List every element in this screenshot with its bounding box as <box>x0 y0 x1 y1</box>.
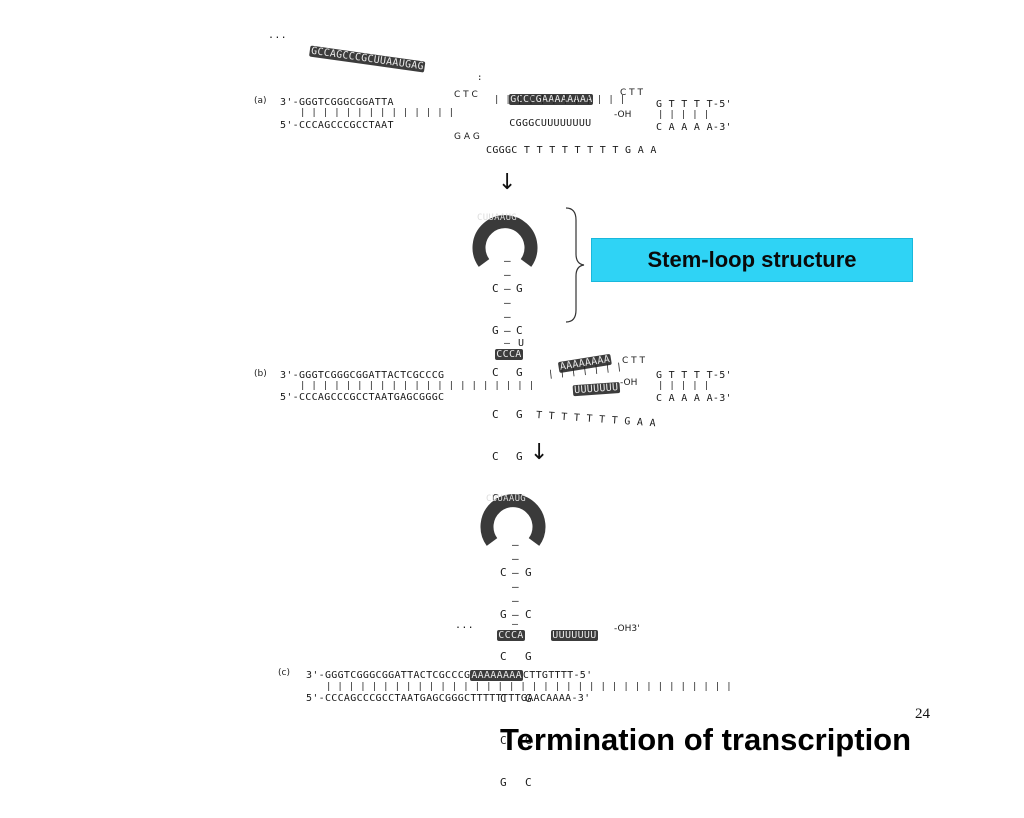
right-bottom-b: C A A A A-3' <box>656 393 732 404</box>
coding-strand-a: 5'-CCCAGCCCGCCTAAT <box>280 120 394 131</box>
slide-title: Termination of transcription <box>500 722 912 757</box>
page-number: 24 <box>915 706 930 722</box>
template-strand-c: 3'-GGGTCGGGCGGATTACTCGCCCGAAAAAAAACTTGTT… <box>306 670 592 681</box>
bubble-bottom-b: T T T T T T T G A A <box>535 410 657 430</box>
stem-base-left-text: CCCA <box>495 349 523 360</box>
hybrid-rna-a: CGGGCUUUUUUUU <box>484 107 591 140</box>
stem-base-left-b: CCCA <box>470 338 523 371</box>
stem-base: G <box>516 450 523 463</box>
stem-base: G <box>525 692 532 705</box>
panel-label-c: (c) <box>278 668 290 678</box>
base-pair-bars-c: | | | | | | | | | | | | | | | | | | | | … <box>326 682 733 692</box>
rna-tail-c-text: UUUUUUU <box>551 630 598 641</box>
rna-dots-c: ... <box>455 620 474 631</box>
loop-text-b: CUUAAUG <box>477 213 518 223</box>
panel-label-a: (a) <box>254 96 267 106</box>
rna-5prime-tail: GCCAGCCCGCUUAAUGAG <box>283 31 427 83</box>
bubble-top-right-a: C T T <box>620 88 644 98</box>
template-strand-c-part2: CTTGTTTT-5' <box>522 670 593 681</box>
stem-base-bond-b: — <box>504 338 511 349</box>
stem-left-b: C G C C C G <box>492 254 519 534</box>
stem-base-left-c: CCCA <box>472 619 525 652</box>
stem-base: C <box>492 450 499 463</box>
stem-base: G <box>500 776 507 789</box>
base-pair-bars-b-left: | | | | | | | | | | | | | | | | | | | | … <box>300 381 535 391</box>
panel-label-b: (b) <box>254 369 267 379</box>
bubble-top-right-b: C T T <box>622 356 646 366</box>
stem-base: C <box>500 692 507 705</box>
right-bottom-a: C A A A A-3' <box>656 122 732 133</box>
hybrid-rna-b: UUUUUUU <box>547 371 621 409</box>
stem-base: C <box>500 734 507 747</box>
stem-bonds-c: — — — — — — <box>512 538 519 621</box>
stem-base: C <box>516 324 523 337</box>
stem-base: C <box>492 366 499 379</box>
right-top-b: G T T T T-5' <box>656 370 732 381</box>
stem-base: G <box>525 566 532 579</box>
loop-text-c: CUUAAUG <box>486 494 527 504</box>
oh3-c: -OH3' <box>614 624 640 634</box>
template-strand-b: 3'-GGGTCGGGCGGATTACTCGCCCG <box>280 370 445 381</box>
hairpin-loop-b <box>472 215 538 267</box>
coding-strand-b: 5'-CCCAGCCCGCCTAATGAGCGGGC <box>280 392 445 403</box>
rna-tail-dots: ... <box>268 30 287 41</box>
stem-bonds-b: — — — — — — <box>504 254 511 337</box>
hybrid-dna-a: GCCCGAAAAAAAA <box>484 83 594 116</box>
hybrid-rna-b-text: UUUUUUU <box>572 382 620 397</box>
bubble-top-left-a: C T C <box>454 90 478 100</box>
stem-base: G <box>516 282 523 295</box>
stem-base: G <box>516 408 523 421</box>
rna-tail-c: UUUUUUU <box>526 619 598 652</box>
hybrid-dna-a-text: GCCCGAAAAAAAA <box>509 94 594 105</box>
right-top-a: G T T T T-5' <box>656 99 732 110</box>
stem-base: C <box>500 650 507 663</box>
stem-base: C <box>492 282 499 295</box>
stem-base: G <box>525 734 532 747</box>
rna-tail-text: GCCAGCCCGCUUAAUGAG <box>309 45 426 73</box>
coding-strand-c: 5'-CCCAGCCCGCCTAATGAGCGGGCTTTTTTTTGAACAA… <box>306 693 591 704</box>
stem-base-left-c-text: CCCA <box>497 630 525 641</box>
base-pair-bars-a-hybrid: | | | | | | | | | | | | <box>494 95 626 105</box>
bubble-bottom-a: CGGGC T T T T T T T T G A A <box>486 145 657 156</box>
stem-base: C <box>500 566 507 579</box>
hairpin-loop-c <box>480 494 546 546</box>
stem-base: C <box>492 408 499 421</box>
bubble-bottom-left-a: G A G <box>454 132 480 142</box>
stem-base: G <box>500 608 507 621</box>
template-strand-c-highlight: AAAAAAAA <box>470 670 523 681</box>
base-pair-bars-b-right: | | | | | <box>658 381 710 391</box>
rna-dotted-link: : <box>477 73 483 83</box>
stem-base: G <box>525 650 532 663</box>
base-pair-bars-a-left: | | | | | | | | | | | | | | <box>300 108 455 118</box>
oh-a: -OH <box>614 110 632 120</box>
stem-base: C <box>525 608 532 621</box>
callout-text: Stem-loop structure <box>647 247 857 272</box>
stem-base: G <box>492 492 499 505</box>
arrow-down-icon: ↓ <box>530 440 549 465</box>
arrow-down-icon: ↓ <box>498 170 517 195</box>
template-strand-a: 3'-GGGTCGGGCGGATTA <box>280 97 394 108</box>
stem-base: G <box>492 324 499 337</box>
oh-b: -OH <box>620 378 638 388</box>
stem-base-bond-c: — <box>512 619 519 630</box>
template-strand-c-part1: 3'-GGGTCGGGCGGATTACTCGCCCG <box>306 670 471 681</box>
stem-base: G <box>516 366 523 379</box>
base-pair-bars-a-right: | | | | | <box>658 110 710 120</box>
hybrid-rna-a-text: CGGGCUUUUUUUU <box>509 118 592 129</box>
stem-loop-callout: Stem-loop structure <box>591 238 913 282</box>
brace-icon <box>565 207 585 323</box>
stem-base-right-b: U <box>518 338 525 349</box>
stem-base: C <box>525 776 532 789</box>
